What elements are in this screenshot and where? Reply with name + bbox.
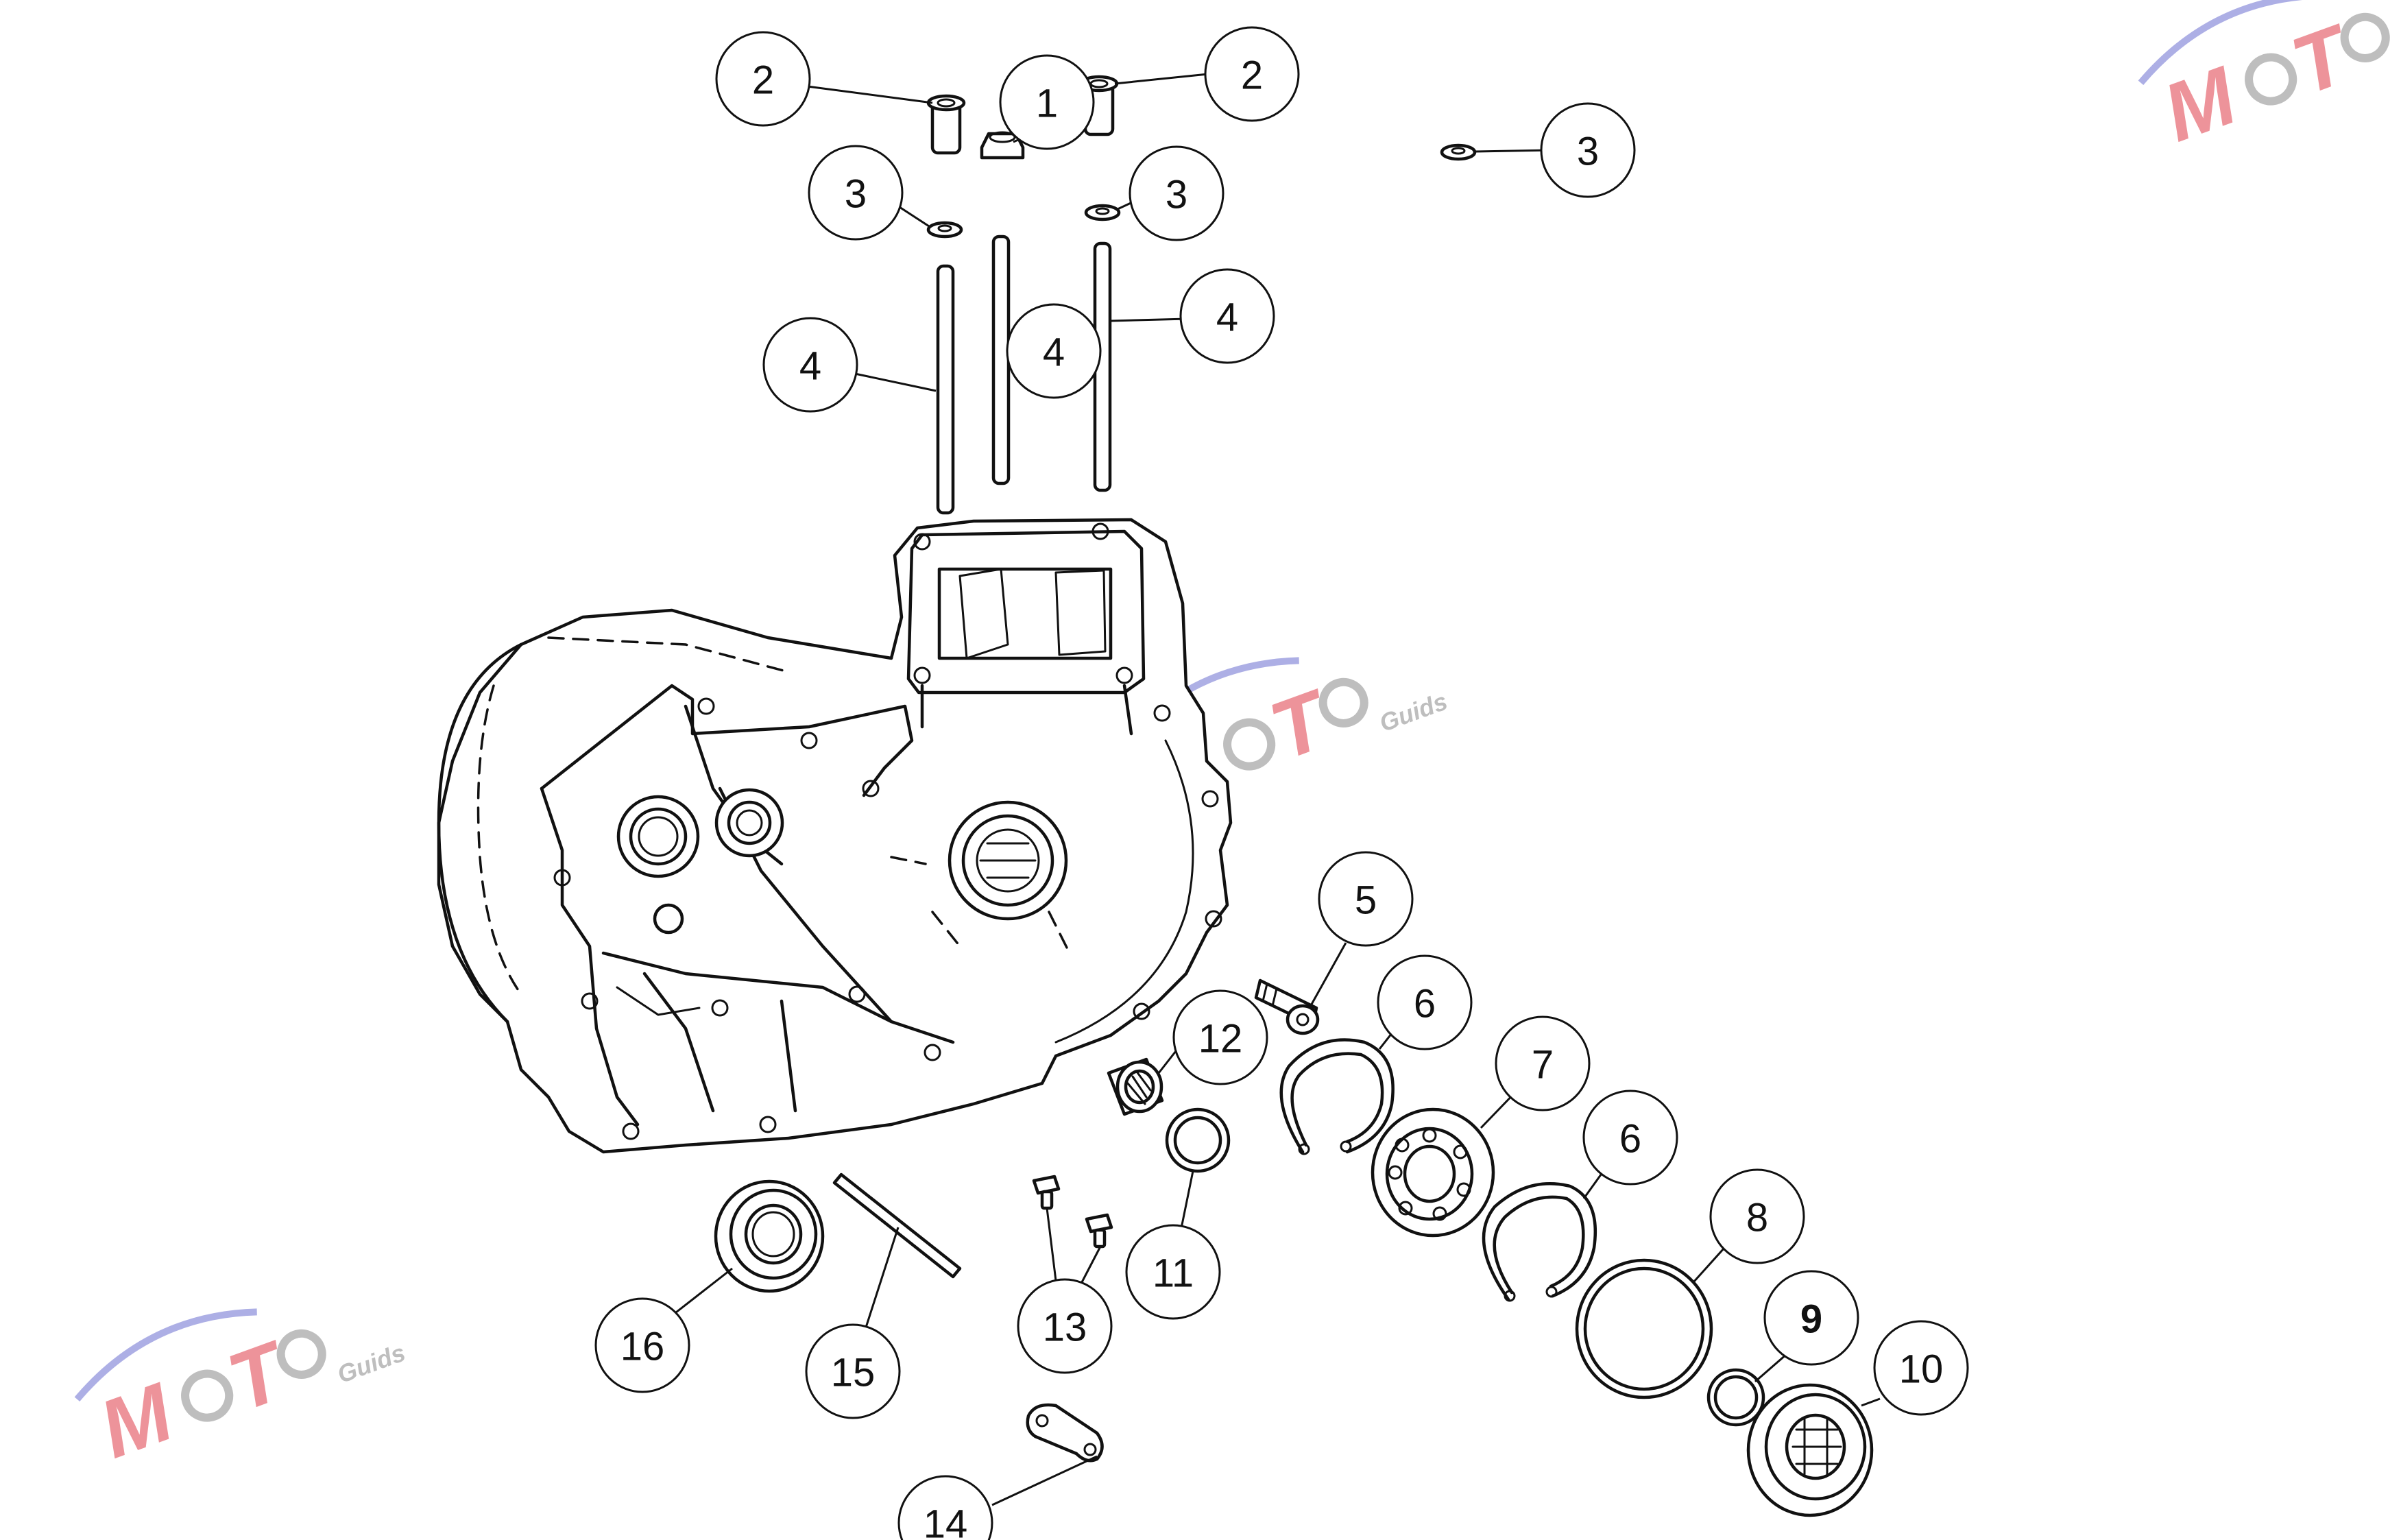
callout-label: 4 <box>1043 330 1065 375</box>
callout-4-center: 4 <box>1006 303 1102 399</box>
callout-4-right: 4 <box>1179 268 1275 364</box>
callout-3-left: 3 <box>808 145 904 241</box>
callout-7: 7 <box>1495 1015 1591 1111</box>
part-washer-left <box>926 221 963 239</box>
callout-2-right: 2 <box>1204 26 1300 122</box>
part-circlip-upper <box>1279 1038 1395 1155</box>
callout-label: 10 <box>1899 1347 1944 1392</box>
part-splined-bearing <box>1746 1383 1874 1517</box>
part-needle-bearing <box>1107 1057 1164 1116</box>
callout-16: 16 <box>594 1297 690 1393</box>
callout-label: 3 <box>1577 130 1599 174</box>
callout-label: 12 <box>1198 1017 1243 1061</box>
callout-1: 1 <box>999 54 1095 150</box>
callout-label: 6 <box>1619 1117 1641 1162</box>
part-seal-ring <box>1165 1107 1231 1173</box>
callout-6-lower: 6 <box>1582 1090 1678 1186</box>
callout-label: 13 <box>1043 1306 1087 1350</box>
callout-2-left: 2 <box>715 31 811 127</box>
part-washer-right <box>1084 204 1121 221</box>
callout-label: 5 <box>1355 878 1377 923</box>
part-ball-bearing <box>1371 1107 1495 1238</box>
callout-14: 14 <box>897 1475 993 1540</box>
part-long-stud <box>832 1172 962 1279</box>
part-o-ring-large <box>1575 1258 1713 1399</box>
callout-3-far-right: 3 <box>1540 102 1636 198</box>
callout-label: 9 <box>1800 1297 1822 1342</box>
part-bracket-plate <box>1026 1403 1104 1463</box>
callout-label: 6 <box>1414 982 1436 1026</box>
callout-9: 9 <box>1763 1270 1859 1366</box>
callout-label: 4 <box>799 344 821 389</box>
callout-11: 11 <box>1125 1224 1221 1320</box>
callout-3-right: 3 <box>1129 145 1224 241</box>
part-stud-center <box>991 234 1011 485</box>
callout-12: 12 <box>1172 989 1268 1085</box>
callout-10: 10 <box>1873 1320 1969 1416</box>
callout-label: 4 <box>1216 296 1238 340</box>
svg-text:M: M <box>88 1365 186 1476</box>
part-sealed-bearing <box>714 1179 825 1293</box>
callout-label: 8 <box>1746 1196 1768 1240</box>
callout-label: 16 <box>620 1325 665 1369</box>
callout-label: 7 <box>1532 1043 1554 1087</box>
callout-label: 3 <box>1166 173 1187 217</box>
part-stud-left <box>936 264 955 515</box>
callout-label: 14 <box>924 1502 968 1540</box>
callout-label: 2 <box>1241 53 1263 98</box>
part-circlip-lower <box>1482 1182 1597 1302</box>
watermark-logo-top-right: M T Guids <box>2138 0 2401 159</box>
callout-label: 11 <box>1153 1251 1194 1296</box>
part-washer-far-right <box>1440 143 1477 161</box>
part-selector-shaft <box>1254 978 1320 1035</box>
callout-6-upper: 6 <box>1377 954 1473 1050</box>
callout-13: 13 <box>1017 1278 1113 1374</box>
callout-4-left: 4 <box>762 317 858 413</box>
watermark-logo-bottom-left: M T Guids <box>74 1308 409 1476</box>
callout-15: 15 <box>805 1323 901 1419</box>
callout-label: 3 <box>845 172 867 217</box>
crankcase-housing <box>437 518 1233 1154</box>
part-bushing-left <box>926 94 966 155</box>
part-small-bolt-lower <box>1085 1213 1113 1249</box>
callout-label: 2 <box>752 58 774 103</box>
svg-text:M: M <box>2152 49 2250 159</box>
callout-8: 8 <box>1709 1168 1805 1264</box>
part-o-ring-small <box>1706 1368 1765 1427</box>
svg-text:Guids: Guids <box>2397 22 2401 72</box>
callout-label: 1 <box>1036 82 1058 126</box>
part-small-bolt-upper <box>1032 1175 1061 1210</box>
svg-text:Guids: Guids <box>333 1338 409 1388</box>
callout-5: 5 <box>1318 851 1414 947</box>
svg-text:Guids: Guids <box>1375 687 1451 737</box>
callout-label: 15 <box>831 1351 876 1395</box>
